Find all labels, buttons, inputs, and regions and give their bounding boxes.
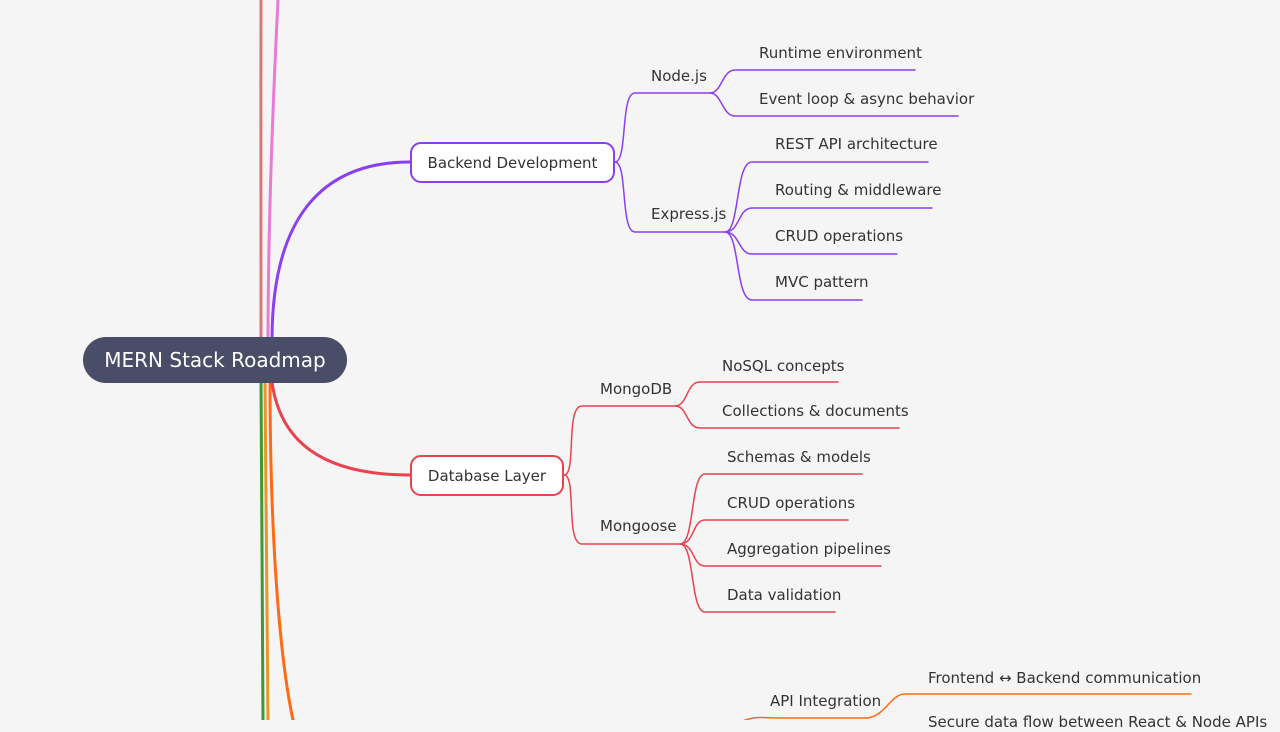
topic-mongoose[interactable]: Mongoose: [600, 517, 677, 535]
branch-label: Backend Development: [427, 153, 598, 172]
leaf[interactable]: Data validation: [727, 586, 842, 604]
leaf[interactable]: NoSQL concepts: [722, 357, 845, 375]
leaf[interactable]: Frontend ↔ Backend communication: [928, 669, 1202, 687]
branch-backend-development[interactable]: Backend Development: [410, 142, 615, 183]
leaf[interactable]: Routing & middleware: [775, 181, 942, 199]
root-label: MERN Stack Roadmap: [104, 348, 326, 372]
root-node[interactable]: MERN Stack Roadmap: [83, 337, 347, 383]
leaf[interactable]: Secure data flow between React & Node AP…: [928, 713, 1268, 731]
leaf[interactable]: REST API architecture: [775, 135, 938, 153]
topic-nodejs[interactable]: Node.js: [651, 67, 707, 85]
topic-expressjs[interactable]: Express.js: [651, 205, 727, 223]
leaf[interactable]: Schemas & models: [727, 448, 871, 466]
branch-label: Database Layer: [427, 466, 547, 485]
topic-api-integration[interactable]: API Integration: [770, 692, 882, 710]
leaf[interactable]: Runtime environment: [759, 44, 922, 62]
leaf[interactable]: MVC pattern: [775, 273, 869, 291]
leaf[interactable]: Event loop & async behavior: [759, 90, 975, 108]
topic-mongodb[interactable]: MongoDB: [600, 380, 673, 398]
leaf[interactable]: Collections & documents: [722, 402, 909, 420]
leaf[interactable]: Aggregation pipelines: [727, 540, 891, 558]
leaf[interactable]: CRUD operations: [727, 494, 856, 512]
branch-database-layer[interactable]: Database Layer: [410, 455, 564, 496]
leaf[interactable]: CRUD operations: [775, 227, 904, 245]
